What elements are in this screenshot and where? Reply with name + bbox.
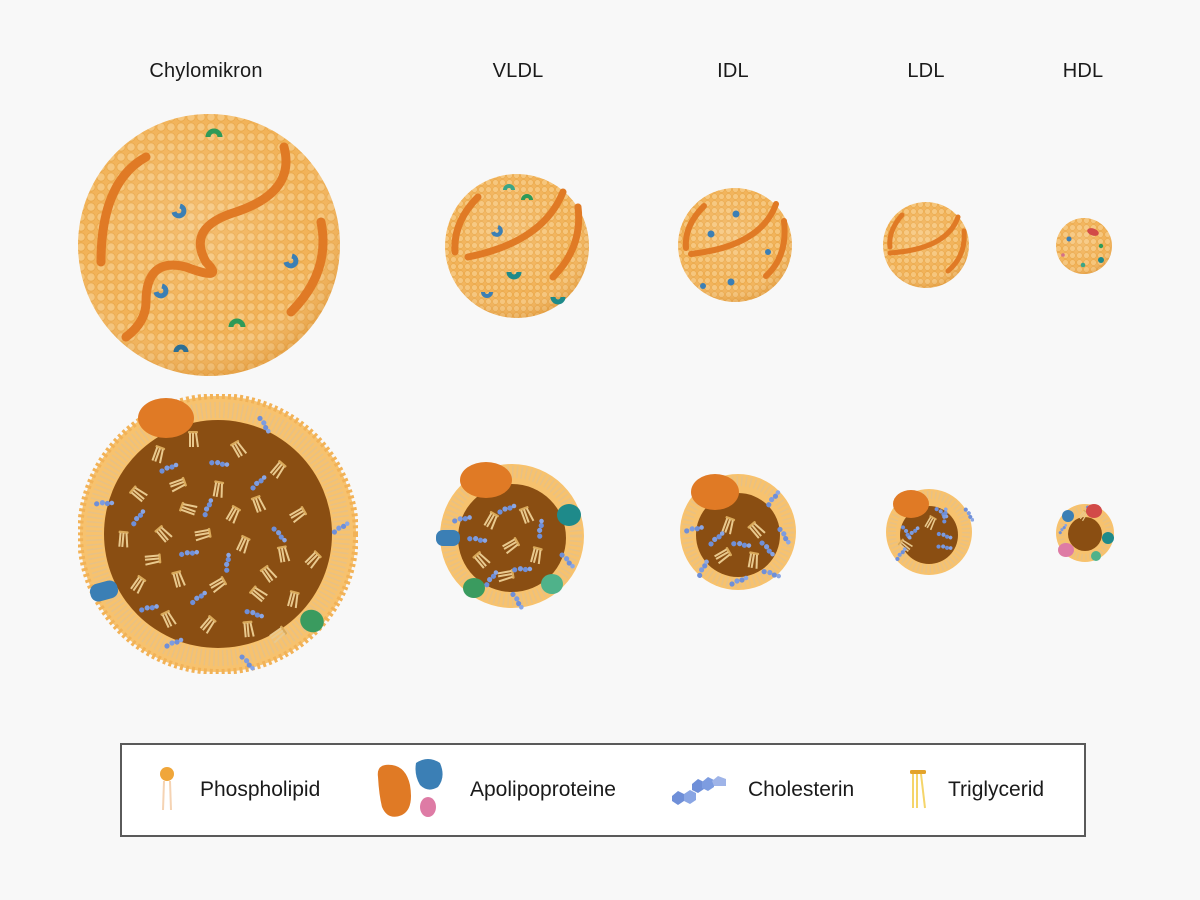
triglyceride-icon [908, 768, 928, 812]
hdl-cross-section [1054, 500, 1116, 564]
phospholipid-icon [156, 766, 178, 814]
legend-label-cholesterin: Cholesterin [748, 778, 855, 801]
legend-label-triglycerid: Triglycerid [948, 778, 1045, 801]
cholesterol-icon [668, 770, 730, 810]
hdl-surface [1055, 217, 1113, 275]
legend-label-apolipoprotein: Apolipoproteine [470, 778, 616, 801]
vldl-surface [443, 172, 591, 320]
chylomicron-cross-section [78, 394, 358, 674]
column-title-chylomikron: Chylomikron [149, 60, 263, 82]
ldl-cross-section [884, 486, 974, 576]
column-title-ldl: LDL [907, 60, 945, 82]
idl-surface [676, 186, 794, 304]
column-title-idl: IDL [717, 60, 749, 82]
legend: Phospholipid Apolipoproteine Cholesterin [120, 743, 1086, 837]
chylomicron-surface [76, 112, 342, 378]
idl-cross-section [678, 470, 798, 592]
legend-item-triglycerid: Triglycerid [908, 745, 1044, 835]
legend-item-phospholipid: Phospholipid [156, 745, 320, 835]
column-title-hdl: HDL [1062, 60, 1104, 82]
apolipoprotein-icon [372, 757, 446, 823]
legend-label-phospholipid: Phospholipid [200, 778, 321, 801]
legend-item-apolipoprotein: Apolipoproteine [372, 745, 616, 835]
legend-item-cholesterin: Cholesterin [668, 745, 854, 835]
vldl-cross-section [436, 460, 588, 610]
column-title-vldl: VLDL [492, 60, 544, 82]
ldl-surface [882, 201, 970, 289]
